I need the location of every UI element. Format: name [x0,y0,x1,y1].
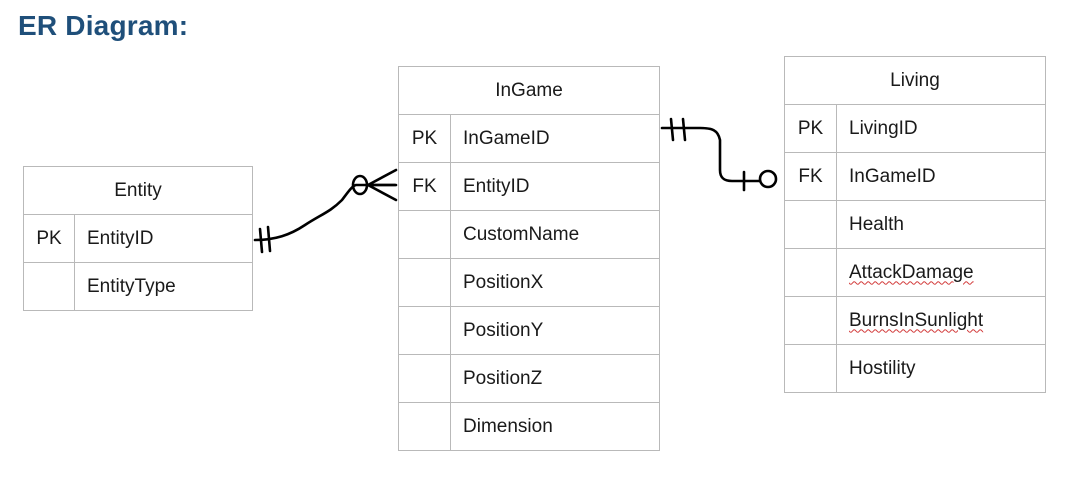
table-row: Dimension [398,402,660,451]
attribute-cell: Dimension [450,402,660,451]
key-cell [398,210,451,259]
attribute-cell: Hostility [836,344,1046,393]
page-title: ER Diagram: [18,10,189,41]
table-row: AttackDamage [784,248,1046,297]
ingame-living-connector [660,126,761,183]
key-cell [398,354,451,403]
table-row: PK EntityID [23,214,253,263]
table-row: Hostility [784,344,1046,393]
one-and-only-one-icon [258,225,272,254]
table-name: Living [784,56,1046,105]
attribute-cell: EntityID [74,214,253,263]
entity-table: Entity PK EntityID EntityType [23,166,253,311]
attribute-cell: InGameID [450,114,660,163]
ingame-table: InGame PK InGameID FK EntityID CustomNam… [398,66,660,451]
key-cell [23,262,75,311]
table-header-row: Entity [23,166,253,215]
attribute-cell: LivingID [836,104,1046,153]
attribute-cell: PositionZ [450,354,660,403]
table-row: PK LivingID [784,104,1046,153]
table-row: Health [784,200,1046,249]
attribute-cell: CustomName [450,210,660,259]
attribute-cell: AttackDamage [836,248,1046,297]
attribute-cell: EntityType [74,262,253,311]
key-cell [784,344,837,393]
crows-foot-icon [366,168,398,202]
one-and-only-one-icon [669,117,687,142]
table-row: CustomName [398,210,660,259]
attribute-cell: Health [836,200,1046,249]
table-header-row: Living [784,56,1046,105]
attribute-cell: BurnsInSunlight [836,296,1046,345]
key-cell: FK [398,162,451,211]
table-row: EntityType [23,262,253,311]
attribute-text: AttackDamage [849,261,974,283]
table-row: BurnsInSunlight [784,296,1046,345]
living-table: Living PK LivingID FK InGameID Health At… [784,56,1046,393]
attribute-cell: PositionY [450,306,660,355]
key-cell: PK [23,214,75,263]
table-row: PK InGameID [398,114,660,163]
table-row: PositionZ [398,354,660,403]
table-name: Entity [23,166,253,215]
attribute-text: BurnsInSunlight [849,309,984,331]
table-row: PositionY [398,306,660,355]
zero-circle-icon [758,169,778,189]
entity-ingame-connector [253,183,397,242]
